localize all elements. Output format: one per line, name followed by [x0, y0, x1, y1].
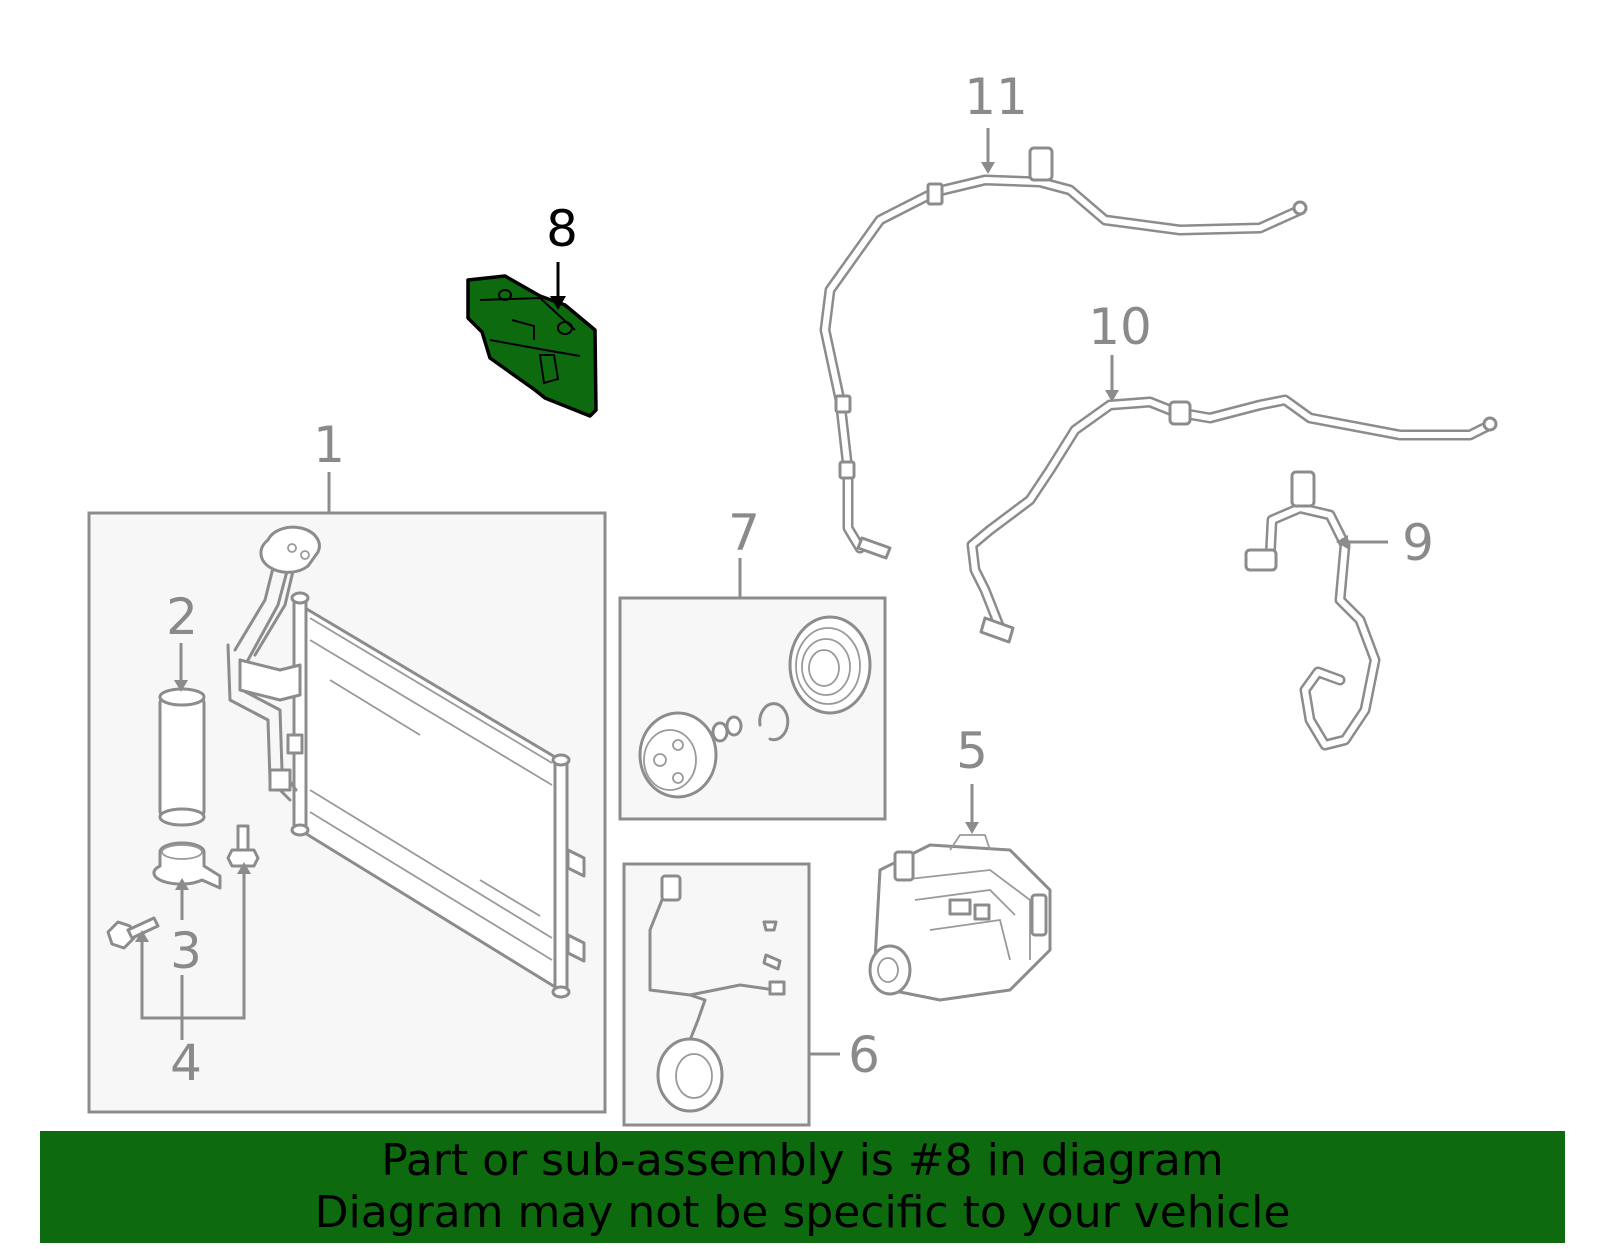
condenser-part[interactable] [226, 525, 586, 999]
suction-hose-part[interactable] [966, 394, 1498, 644]
callout-5: 5 [956, 722, 988, 780]
receiver-drier-part[interactable] [158, 687, 206, 827]
clutch-hub-part[interactable] [638, 711, 718, 799]
callout-2: 2 [166, 588, 198, 646]
bolt-part[interactable] [226, 824, 260, 868]
info-banner: Part or sub-assembly is #8 in diagram Di… [40, 1131, 1565, 1243]
callout-9: 9 [1402, 514, 1434, 572]
bolt-part-left[interactable] [106, 916, 160, 950]
callout-6: 6 [848, 1026, 880, 1084]
highlighted-bracket-part[interactable] [466, 274, 598, 418]
clutch-coil-part[interactable] [648, 874, 786, 1113]
callout-8: 8 [546, 200, 578, 258]
pulley-part[interactable] [788, 615, 872, 715]
liquid-line-part[interactable] [1244, 470, 1381, 751]
shim-part[interactable] [711, 715, 743, 743]
callout-4-leader [140, 872, 246, 1020]
discharge-hose-part[interactable] [819, 146, 1308, 560]
compressor-part[interactable] [868, 834, 1052, 1002]
callout-1: 1 [313, 416, 345, 474]
callout-3: 3 [170, 922, 202, 980]
banner-line-1: Part or sub-assembly is #8 in diagram [381, 1135, 1224, 1186]
callout-10: 10 [1088, 298, 1152, 356]
banner-line-2: Diagram may not be specific to your vehi… [314, 1187, 1291, 1238]
snap-ring-part[interactable] [758, 702, 790, 742]
callout-7: 7 [728, 504, 760, 562]
callout-4: 4 [170, 1034, 202, 1092]
callout-11: 11 [964, 68, 1028, 126]
clamp-bracket-part[interactable] [152, 841, 222, 890]
